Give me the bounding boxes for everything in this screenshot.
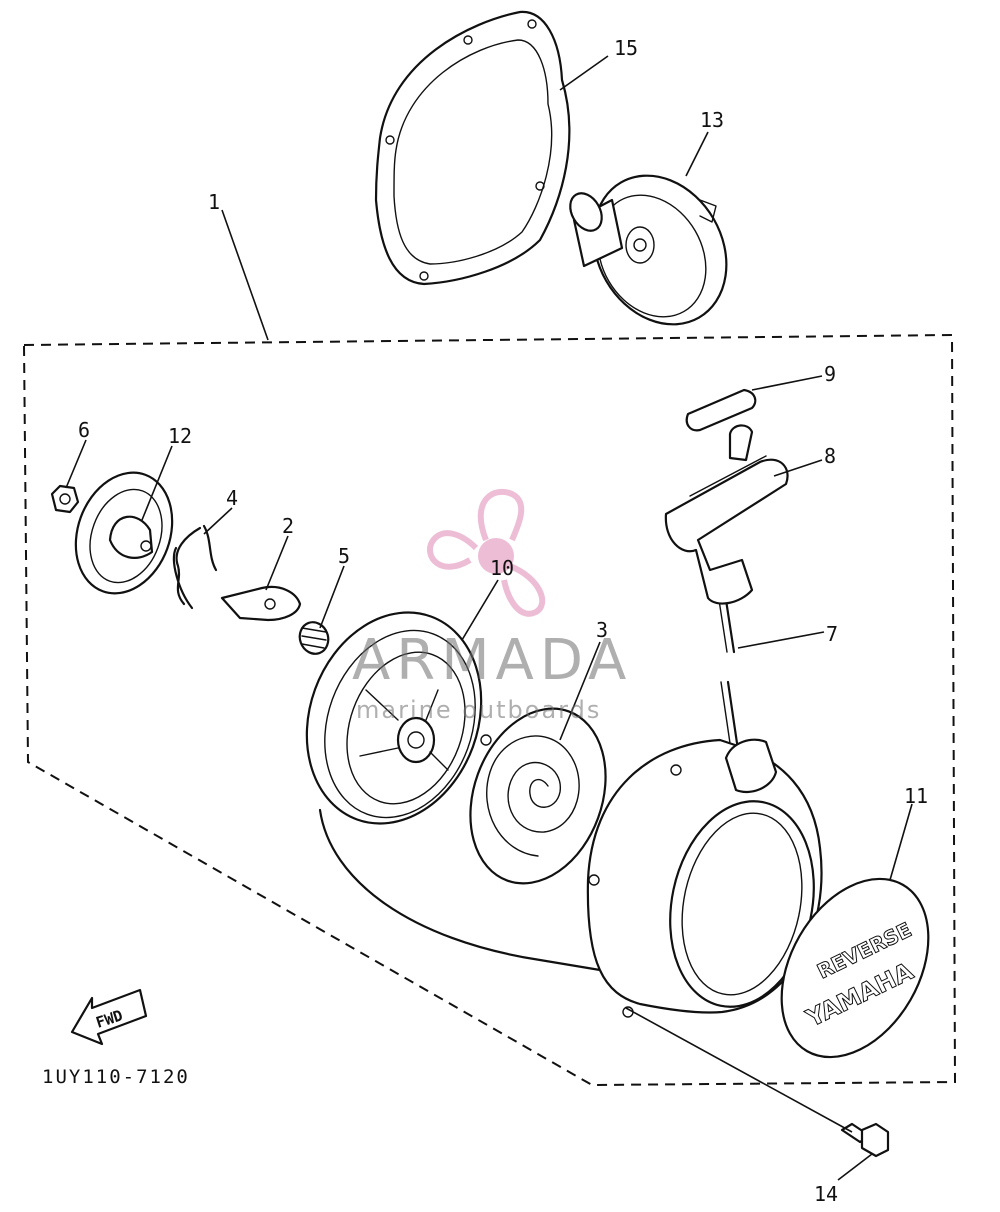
callout-10: 10	[490, 556, 515, 580]
drive-plate-part-13	[569, 174, 728, 326]
forward-direction-arrow: FWD	[70, 988, 148, 1046]
starter-rope-part-7	[318, 598, 740, 972]
watermark-propeller-logo	[427, 488, 546, 617]
pawl-spring-part-5	[298, 621, 330, 655]
callout-14: 14	[814, 1182, 839, 1206]
callout-13: 13	[700, 108, 725, 132]
plate-part-12	[74, 471, 174, 595]
callout-11: 11	[904, 784, 929, 808]
starter-case	[586, 738, 823, 1018]
pawl-part-2	[220, 585, 302, 622]
watermark-subtitle: marine outboards	[356, 696, 602, 724]
callout-2: 2	[282, 514, 295, 538]
callout-3: 3	[596, 618, 609, 642]
nut-part-6	[50, 484, 80, 514]
callout-15: 15	[614, 36, 639, 60]
handle-cap-part-9	[685, 388, 757, 432]
spring-clip-part-4	[172, 524, 218, 610]
watermark-title: ARMADA	[352, 628, 633, 693]
callout-12: 12	[168, 424, 193, 448]
callout-1: 1	[208, 190, 221, 214]
callout-7: 7	[826, 622, 839, 646]
recoil-spring-part-3	[469, 707, 607, 885]
callout-8: 8	[824, 444, 837, 468]
pulley-part-10	[305, 611, 483, 825]
callout-5: 5	[338, 544, 351, 568]
starter-handle-part-8	[664, 424, 789, 605]
leader-lines	[65, 55, 913, 1181]
emblem-part-11: REVERSE YAMAHA	[780, 877, 930, 1059]
gasket-part-15	[374, 10, 571, 286]
assembly-boundary	[22, 333, 957, 1087]
callout-9: 9	[824, 362, 837, 386]
part-code: 1UY110-7120	[42, 1066, 190, 1088]
bolt-part-14	[840, 1122, 890, 1158]
callout-6: 6	[78, 418, 91, 442]
callout-4: 4	[226, 486, 239, 510]
